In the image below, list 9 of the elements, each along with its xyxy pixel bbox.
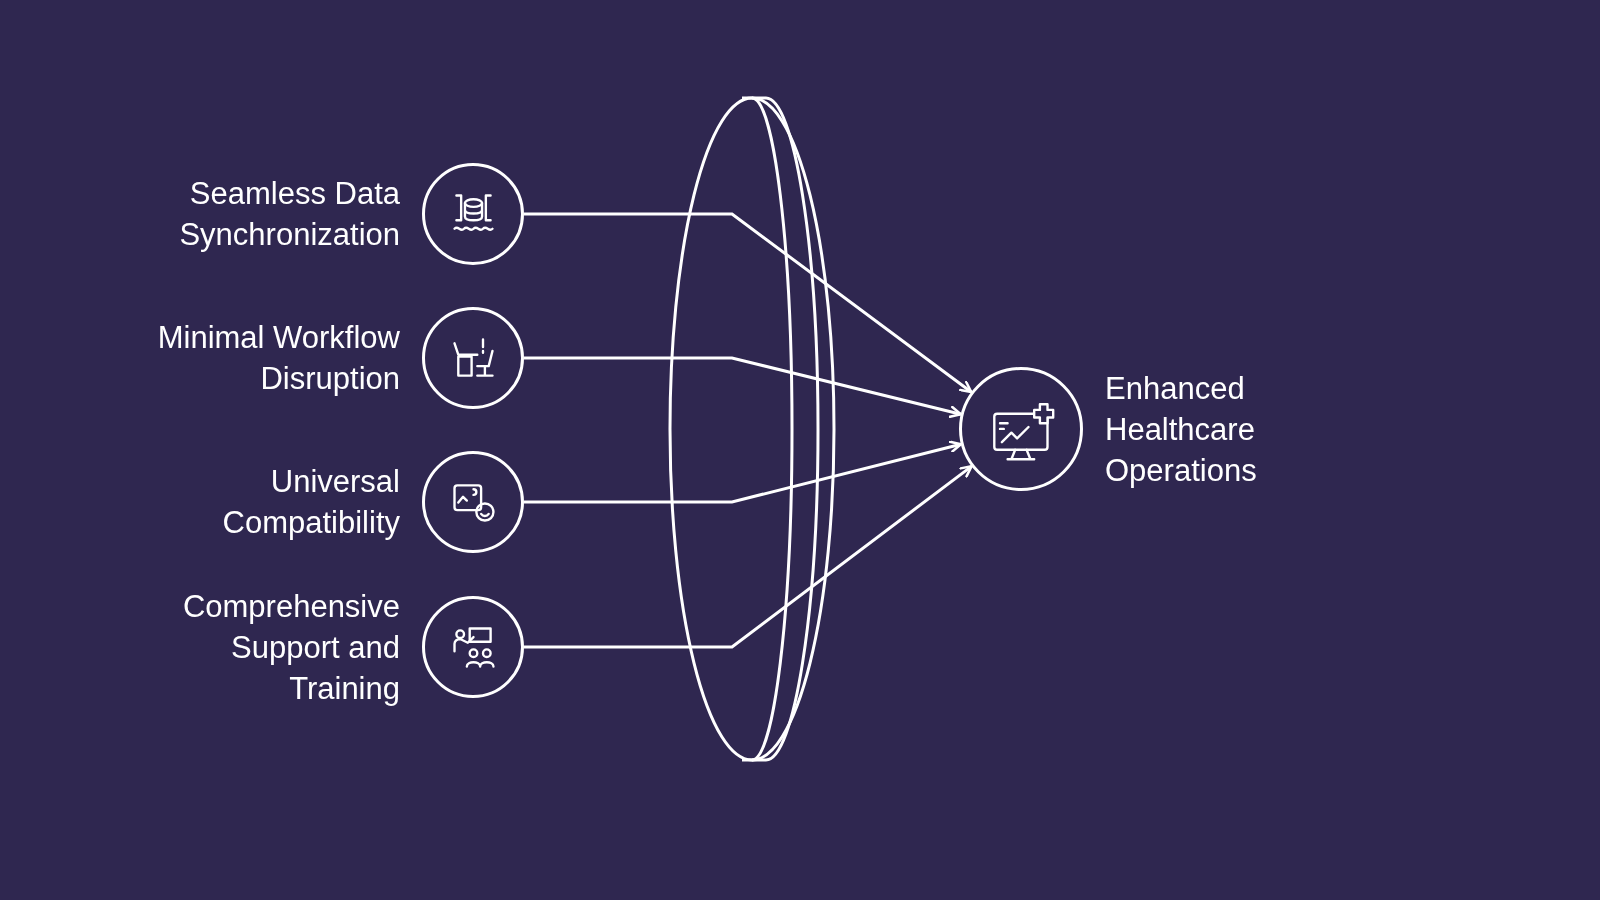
node-label: Enhanced Healthcare Operations [1105, 369, 1258, 490]
node-label: Universal Compatibility [221, 463, 400, 542]
node-label: Minimal Workflow Disruption [156, 319, 400, 398]
arrow [524, 465, 973, 649]
node-label: Comprehensive Support and Training [181, 587, 400, 708]
arrow [524, 356, 963, 418]
arrow [524, 440, 963, 504]
node-label: Seamless Data Synchronization [178, 175, 400, 254]
arrow [524, 212, 973, 394]
